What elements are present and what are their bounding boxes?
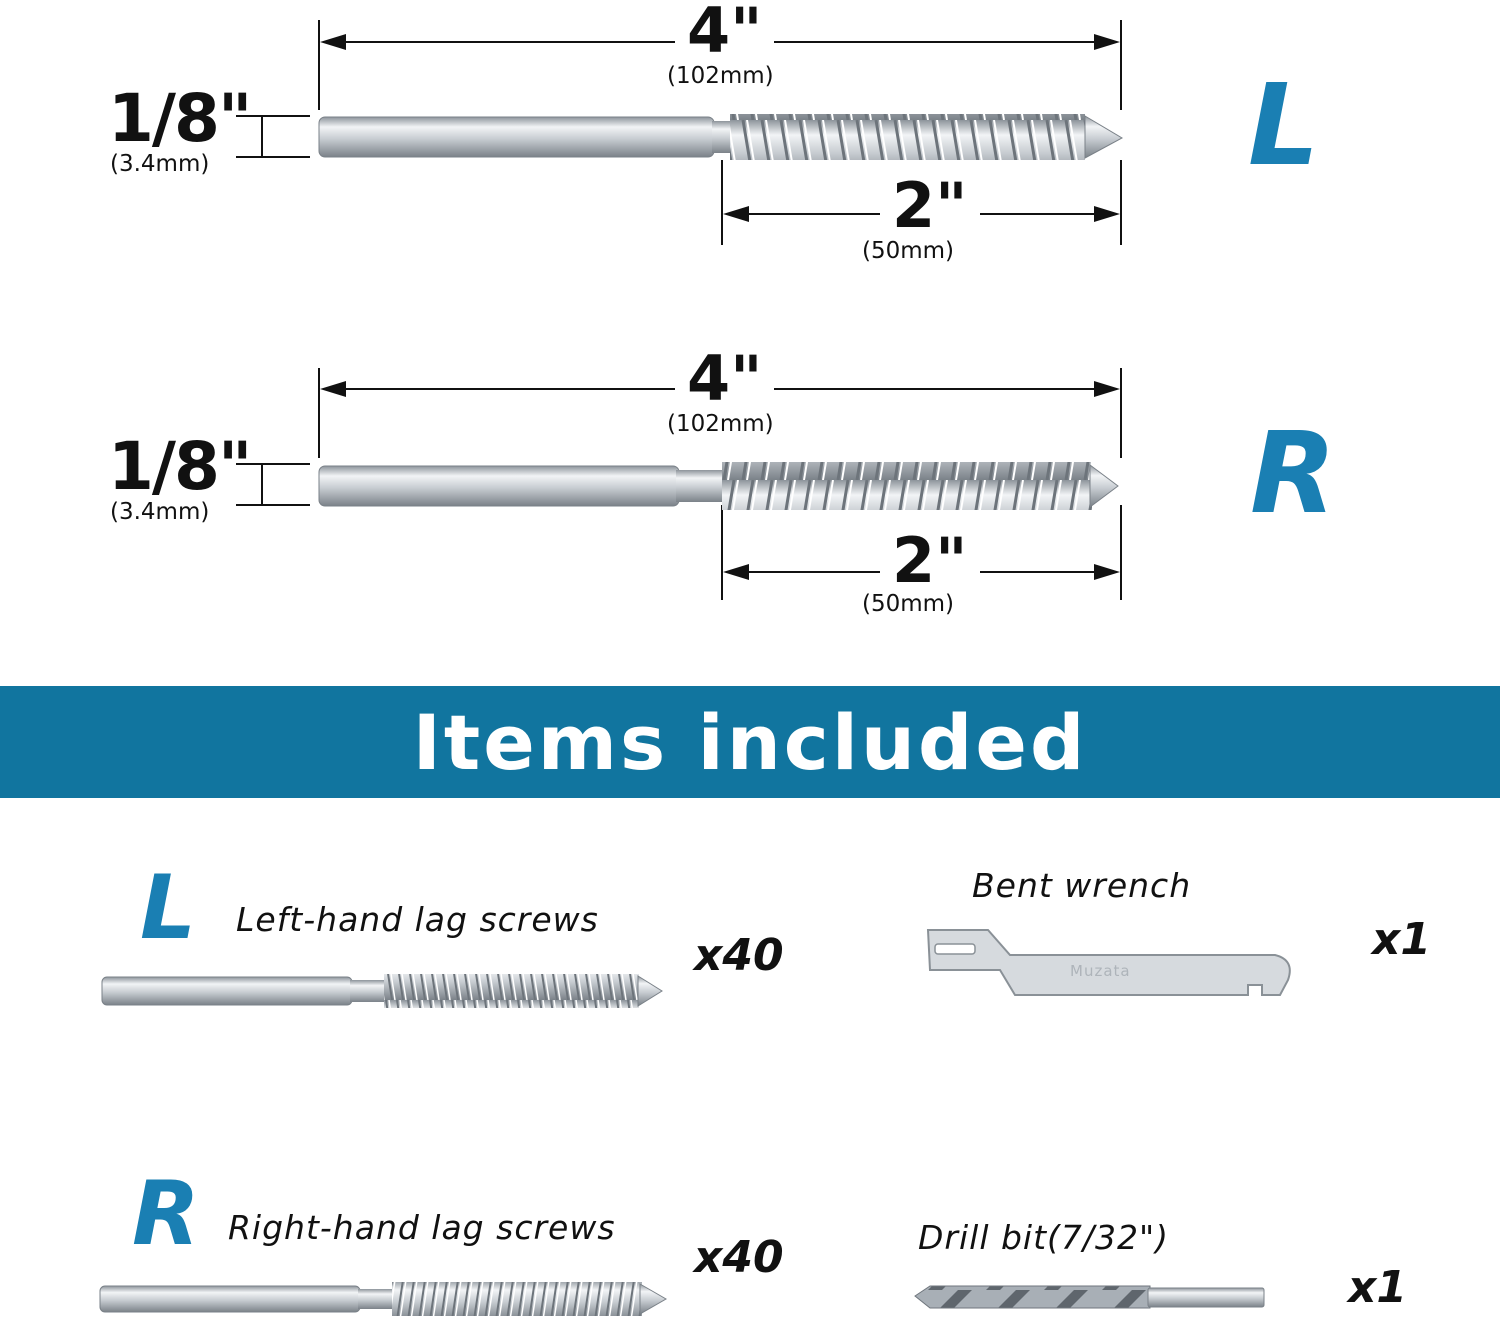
- left-diameter-mm: (3.4mm): [110, 151, 210, 177]
- left-hand-letter: L: [1248, 61, 1320, 191]
- right-diameter: 1/8": [108, 428, 252, 505]
- left-thread-length: 2": [880, 175, 980, 237]
- item-drill-bit-quantity: x1: [1348, 1262, 1407, 1313]
- right-screw-shank: [318, 465, 680, 507]
- right-hand-letter: R: [1250, 409, 1337, 539]
- right-screw-thread: [722, 462, 1092, 510]
- right-thread-length: 2": [880, 530, 980, 592]
- item-drill-bit-image: [914, 1285, 1265, 1309]
- item-wrench-quantity: x1: [1372, 914, 1431, 965]
- right-screw-diagram: [236, 368, 1122, 600]
- left-thread-length-mm: (50mm): [862, 238, 955, 264]
- left-total-length-mm: (102mm): [667, 63, 774, 89]
- left-screw-diagram: [236, 20, 1124, 245]
- item-right-label: Right-hand lag screws: [228, 1208, 616, 1247]
- items-banner: Items included: [0, 686, 1500, 798]
- wrench-engraving: Muzata: [1070, 962, 1131, 980]
- item-left-quantity: x40: [694, 930, 784, 981]
- item-right-screw-image: [99, 1282, 668, 1316]
- item-wrench-image: [926, 929, 1291, 996]
- right-thread-length-mm: (50mm): [862, 591, 955, 617]
- right-diameter-mm: (3.4mm): [110, 499, 210, 525]
- item-left-letter: L: [140, 856, 197, 959]
- item-left-screw-image: [101, 974, 663, 1008]
- left-diameter: 1/8": [108, 80, 252, 157]
- left-screw-thread: [730, 114, 1085, 160]
- item-right-letter: R: [132, 1162, 200, 1265]
- left-screw-shank: [318, 116, 715, 158]
- item-wrench-label: Bent wrench: [972, 866, 1192, 905]
- right-total-length-mm: (102mm): [667, 411, 774, 437]
- item-left-label: Left-hand lag screws: [236, 900, 599, 939]
- left-total-length: 4": [675, 0, 775, 62]
- right-total-length: 4": [675, 348, 775, 410]
- item-right-quantity: x40: [694, 1232, 784, 1283]
- banner-title: Items included: [412, 697, 1088, 787]
- item-drill-bit-label: Drill bit(7/32"): [918, 1218, 1170, 1257]
